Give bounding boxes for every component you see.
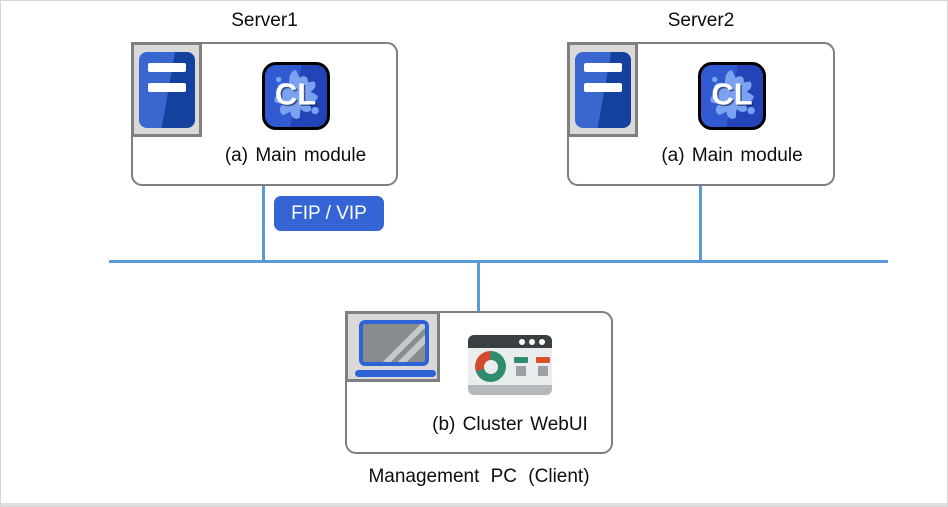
server2-module-label: (a) Main module: [661, 145, 803, 166]
cl-splash-shape: [710, 70, 755, 119]
mini-chart-teal: [514, 357, 528, 376]
cl-logo-text: CL: [274, 76, 317, 112]
laptop-icon: [345, 311, 440, 382]
network-bus-line: [109, 260, 888, 263]
tower-slot-bar: [147, 63, 186, 72]
tower-slot-bar: [583, 63, 622, 72]
browser-dot: [519, 338, 525, 345]
mini-square: [516, 366, 526, 376]
tower-slot-bar: [147, 83, 186, 92]
mini-square: [538, 366, 548, 376]
server-tower-icon: [131, 42, 202, 137]
server2-content: CL (a) Main module: [631, 44, 833, 184]
bottom-border-strip: [1, 503, 947, 506]
tower-slot-bar: [583, 83, 622, 92]
cl-splash-shape: [274, 70, 319, 119]
management-pc-box: (b) Cluster WebUI: [345, 311, 613, 454]
server1-box: CL (a) Main module: [131, 42, 398, 186]
mini-bar-teal: [514, 357, 528, 363]
cluster-logo-icon: CL: [698, 62, 766, 130]
browser-dots-icon: [519, 338, 545, 345]
server1-module-label: (a) Main module: [224, 145, 367, 166]
cluster-logo-icon: CL: [261, 62, 330, 130]
browser-titlebar: [468, 335, 552, 348]
laptop-base: [355, 370, 436, 377]
server2-title: Server2: [667, 10, 735, 31]
webui-label: (b) Cluster WebUI: [432, 414, 588, 435]
server1-title: Server1: [231, 10, 298, 31]
management-pc-connector-line: [477, 263, 480, 311]
mini-chart-red: [536, 357, 550, 376]
donut-chart-icon: [475, 351, 506, 382]
server1-connector-line: [262, 184, 265, 260]
management-pc-content: (b) Cluster WebUI: [409, 313, 611, 452]
fip-vip-badge: FIP / VIP: [274, 196, 384, 231]
server2-box: CL (a) Main module: [567, 42, 835, 186]
browser-footer: [468, 385, 552, 395]
webui-browser-icon: [468, 335, 552, 395]
laptop-screen: [359, 320, 429, 366]
server-tower-icon: [567, 42, 638, 137]
browser-dot: [529, 338, 535, 345]
server2-connector-line: [699, 184, 702, 260]
management-pc-caption: Management PC (Client): [368, 466, 590, 487]
cl-logo-text: CL: [711, 76, 753, 112]
server-tower-glyph: [574, 52, 631, 128]
server1-content: CL (a) Main module: [195, 44, 396, 184]
browser-body: [468, 348, 552, 385]
browser-dot: [539, 338, 545, 345]
server-tower-glyph: [138, 52, 195, 128]
mini-bar-red: [536, 357, 550, 363]
